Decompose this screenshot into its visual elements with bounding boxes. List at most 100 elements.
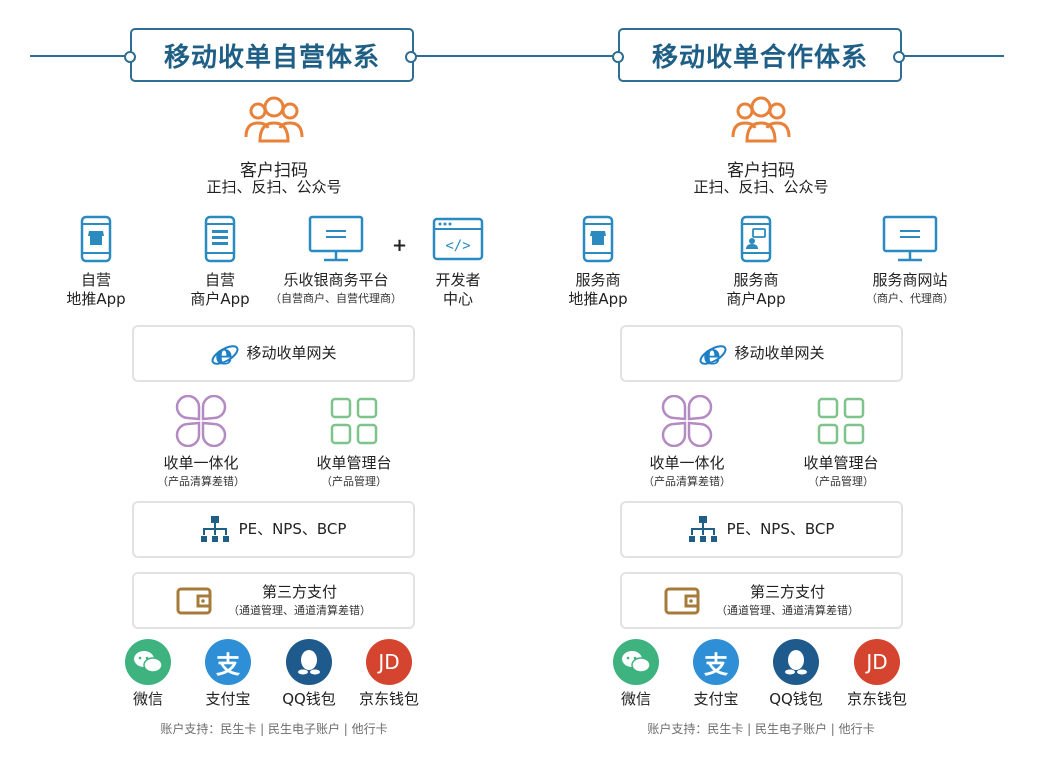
channel-label-3: 乐收银商务平台 （自营商户、自营代理商） [256, 271, 416, 306]
customers-icon [244, 96, 304, 143]
third-party-box: 第三方支付 （通道管理、通道清算差错） [620, 572, 903, 629]
clover-icon [175, 395, 227, 447]
jd-icon: JD [366, 639, 412, 685]
module-title: 收单一体化 [649, 454, 725, 472]
channel-label-1: 服务商 地推App [548, 271, 648, 309]
org-tree-icon [200, 515, 229, 542]
grid-icon [817, 397, 865, 445]
payment-label: QQ钱包 [769, 690, 823, 708]
payment-label: 微信 [132, 690, 163, 708]
alipay-glyph: 支 [704, 650, 728, 679]
left-header-line-right [414, 55, 504, 57]
customers-icon [731, 96, 791, 143]
plus-sign: + [392, 235, 408, 256]
customer-scan-title: 客户扫码 [727, 161, 795, 181]
left-title-knob-right [405, 51, 417, 63]
jd-icon: JD [854, 639, 900, 685]
monitor-icon [882, 215, 938, 262]
channel-label-line1: 自营 [80, 271, 111, 289]
module-console: 收单管理台 （产品管理） [771, 454, 911, 489]
gateway-box: e 移动收单网关 [132, 325, 415, 382]
wallet-icon [176, 587, 212, 614]
channel-label-line2: 商户App [190, 290, 250, 308]
gateway-label: 移动收单网关 [734, 344, 825, 362]
channel-label-line2: （商户、代理商） [866, 292, 954, 305]
payment-label: 京东钱包 [846, 690, 907, 708]
alipay-icon: 支 [693, 639, 739, 685]
third-party-subtitle: （通道管理、通道清算差错） [716, 604, 859, 617]
channel-label-line1: 服务商 [733, 271, 779, 289]
phone-chat-icon [740, 215, 772, 263]
payment-label: 支付宝 [205, 690, 251, 708]
jd-glyph: JD [378, 650, 400, 674]
gateway-label: 移动收单网关 [246, 344, 337, 362]
third-party-title: 第三方支付 [749, 583, 825, 601]
channel-label-line1: 开发者 [435, 271, 481, 289]
wechat-icon [613, 639, 659, 685]
right-header-line-right [900, 55, 1004, 57]
module-title: 收单管理台 [803, 454, 879, 472]
gateway-box: e 移动收单网关 [620, 325, 903, 382]
module-title: 收单管理台 [316, 454, 392, 472]
wechat-icon [125, 639, 171, 685]
qq-icon [773, 639, 819, 685]
payment-label: QQ钱包 [282, 690, 336, 708]
monitor-icon [308, 215, 364, 262]
third-party-title: 第三方支付 [261, 583, 337, 601]
systems-label: PE、NPS、BCP [726, 520, 835, 538]
module-subtitle: （产品管理） [321, 475, 387, 488]
wallet-icon [664, 587, 700, 614]
channel-label-line1: 服务商网站 [872, 271, 948, 289]
alipay-glyph: 支 [216, 650, 240, 679]
code-window-icon: </> [432, 217, 484, 261]
right-title-knob-right [893, 51, 905, 63]
right-header-line-left [504, 55, 618, 57]
channel-label-2: 服务商 商户App [706, 271, 806, 309]
left-system-title: 移动收单自营体系 [130, 28, 414, 82]
clover-icon [661, 395, 713, 447]
channel-label-line1: 服务商 [575, 271, 621, 289]
module-console: 收单管理台 （产品管理） [284, 454, 424, 489]
phone-shop-icon [80, 215, 112, 263]
phone-list-icon [204, 215, 236, 263]
customer-scan-subtitle: 正扫、反扫、公众号 [206, 178, 342, 196]
ie-icon: e [699, 339, 727, 369]
svg-text:</>: </> [445, 238, 470, 254]
org-tree-icon [688, 515, 717, 542]
qq-icon [286, 639, 332, 685]
channel-label-line2: 中心 [442, 290, 473, 308]
payment-label: 支付宝 [693, 690, 739, 708]
third-party-subtitle: （通道管理、通道清算差错） [228, 604, 371, 617]
grid-icon [330, 397, 378, 445]
module-unified: 收单一体化 （产品清算差错） [617, 454, 757, 489]
payment-label: 京东钱包 [358, 690, 419, 708]
channel-label-2: 自营 商户App [170, 271, 270, 309]
systems-box: PE、NPS、BCP [132, 501, 415, 558]
ie-icon: e [211, 339, 239, 369]
channel-label-1: 自营 地推App [46, 271, 146, 309]
right-title-knob-left [612, 51, 624, 63]
module-title: 收单一体化 [163, 454, 239, 472]
customer-scan-title: 客户扫码 [240, 161, 308, 181]
systems-box: PE、NPS、BCP [620, 501, 903, 558]
channel-label-4: 开发者 中心 [408, 271, 508, 309]
channel-label-line2: （自营商户、自营代理商） [270, 292, 402, 305]
left-header-line-left [30, 55, 130, 57]
left-title-knob-left [124, 51, 136, 63]
right-system-title: 移动收单合作体系 [618, 28, 902, 82]
module-subtitle: （产品清算差错） [157, 475, 245, 488]
customer-scan-subtitle: 正扫、反扫、公众号 [693, 178, 829, 196]
channel-label-line1: 自营 [204, 271, 235, 289]
channel-label-line1: 乐收银商务平台 [283, 271, 389, 289]
module-unified: 收单一体化 （产品清算差错） [131, 454, 271, 489]
phone-shop-icon [582, 215, 614, 263]
alipay-icon: 支 [205, 639, 251, 685]
module-subtitle: （产品管理） [808, 475, 874, 488]
channel-label-line2: 地推App [568, 290, 628, 308]
systems-label: PE、NPS、BCP [238, 520, 347, 538]
account-support-footer: 账户支持：民生卡 | 民生电子账户 | 他行卡 [647, 722, 875, 736]
module-subtitle: （产品清算差错） [643, 475, 731, 488]
payment-label: 微信 [620, 690, 651, 708]
channel-label-line2: 地推App [66, 290, 126, 308]
jd-glyph: JD [866, 650, 888, 674]
